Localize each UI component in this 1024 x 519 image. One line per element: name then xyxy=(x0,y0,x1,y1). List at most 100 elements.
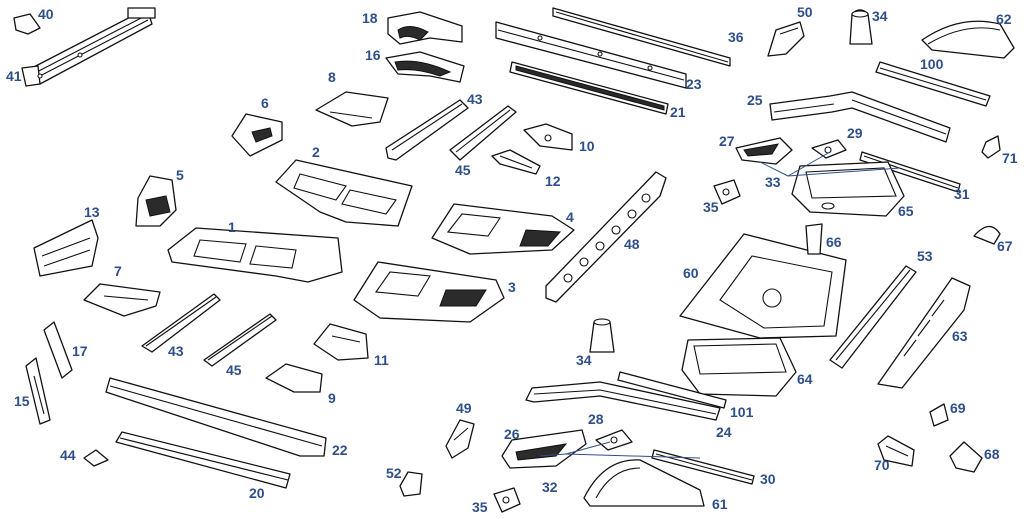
part-17 xyxy=(43,321,73,379)
label-52: 52 xyxy=(386,465,402,481)
part-36-rail xyxy=(552,7,731,67)
part-69 xyxy=(929,403,949,427)
label-10: 10 xyxy=(579,138,595,154)
label-28: 28 xyxy=(588,411,604,427)
label-31: 31 xyxy=(954,186,970,202)
part-22-sill xyxy=(105,377,327,457)
label-35-upper: 35 xyxy=(703,199,719,215)
part-34-top xyxy=(849,9,873,45)
label-22: 22 xyxy=(332,442,348,458)
part-45-lower xyxy=(203,313,277,367)
part-23-rail xyxy=(495,21,687,89)
part-68 xyxy=(949,441,983,473)
label-49: 49 xyxy=(456,400,472,416)
part-2-floor xyxy=(275,159,413,227)
label-29: 29 xyxy=(847,125,863,141)
label-25: 25 xyxy=(747,92,763,108)
part-34-lower xyxy=(589,318,615,353)
label-24: 24 xyxy=(716,424,732,440)
label-23: 23 xyxy=(686,76,702,92)
part-100 xyxy=(875,61,991,107)
part-21-rail xyxy=(509,61,669,115)
part-6 xyxy=(231,113,283,157)
label-48: 48 xyxy=(624,236,640,252)
label-26: 26 xyxy=(504,426,520,442)
label-6: 6 xyxy=(261,95,269,111)
part-4-floor xyxy=(431,203,575,255)
part-11 xyxy=(313,323,369,361)
part-27 xyxy=(735,137,793,165)
label-65: 65 xyxy=(898,203,914,219)
part-26 xyxy=(501,429,587,469)
part-53 xyxy=(829,265,917,369)
label-100: 100 xyxy=(920,56,944,72)
label-13: 13 xyxy=(84,204,100,220)
label-61: 61 xyxy=(712,496,728,512)
label-17: 17 xyxy=(72,343,88,359)
label-66: 66 xyxy=(826,234,842,250)
label-32: 32 xyxy=(542,479,558,495)
label-1: 1 xyxy=(228,219,236,235)
label-7: 7 xyxy=(114,263,122,279)
label-30: 30 xyxy=(760,471,776,487)
part-30 xyxy=(651,449,755,485)
label-71: 71 xyxy=(1002,150,1018,166)
label-70: 70 xyxy=(874,457,890,473)
part-67 xyxy=(973,225,1001,245)
label-50: 50 xyxy=(797,4,813,20)
part-15 xyxy=(25,357,51,425)
part-7 xyxy=(83,283,161,317)
part-50 xyxy=(767,21,805,57)
part-40-41-crossmember xyxy=(13,7,156,87)
label-40: 40 xyxy=(38,6,54,22)
part-61 xyxy=(583,459,705,507)
label-41: 41 xyxy=(6,68,22,84)
label-45-lower: 45 xyxy=(226,362,242,378)
part-5 xyxy=(135,175,177,227)
part-60-floor xyxy=(679,233,847,339)
part-63 xyxy=(877,277,971,389)
label-43-upper: 43 xyxy=(467,91,483,107)
part-70 xyxy=(877,435,915,467)
label-63: 63 xyxy=(952,328,968,344)
part-12 xyxy=(491,149,541,175)
part-28 xyxy=(595,429,633,451)
label-18: 18 xyxy=(362,10,378,26)
part-3-floor xyxy=(353,261,505,323)
part-66 xyxy=(805,223,823,255)
label-15: 15 xyxy=(14,393,30,409)
label-9: 9 xyxy=(328,390,336,406)
part-48-rail xyxy=(545,171,667,303)
label-27: 27 xyxy=(719,133,735,149)
part-64-tray xyxy=(681,337,797,397)
label-12: 12 xyxy=(545,173,561,189)
part-24-rail xyxy=(525,381,721,421)
label-68: 68 xyxy=(984,446,1000,462)
part-43-lower xyxy=(141,293,221,353)
label-2: 2 xyxy=(312,144,320,160)
part-18 xyxy=(387,11,463,45)
part-29 xyxy=(811,139,847,159)
part-65-tray xyxy=(791,161,905,217)
part-45-upper xyxy=(449,105,517,161)
label-34-top: 34 xyxy=(872,8,888,24)
part-9 xyxy=(265,363,323,393)
label-53: 53 xyxy=(917,248,933,264)
label-101: 101 xyxy=(730,404,754,420)
part-62 xyxy=(921,20,1015,59)
label-60: 60 xyxy=(683,265,699,281)
part-25 xyxy=(769,91,951,143)
label-11: 11 xyxy=(374,352,389,368)
part-52 xyxy=(399,471,423,497)
label-33: 33 xyxy=(765,174,781,190)
label-69: 69 xyxy=(950,400,966,416)
label-5: 5 xyxy=(176,167,184,183)
label-64: 64 xyxy=(797,371,813,387)
part-71 xyxy=(981,135,1001,159)
label-16: 16 xyxy=(365,47,381,63)
label-4: 4 xyxy=(566,209,574,225)
label-45-upper: 45 xyxy=(455,162,471,178)
label-20: 20 xyxy=(249,485,265,501)
part-49 xyxy=(445,419,475,459)
